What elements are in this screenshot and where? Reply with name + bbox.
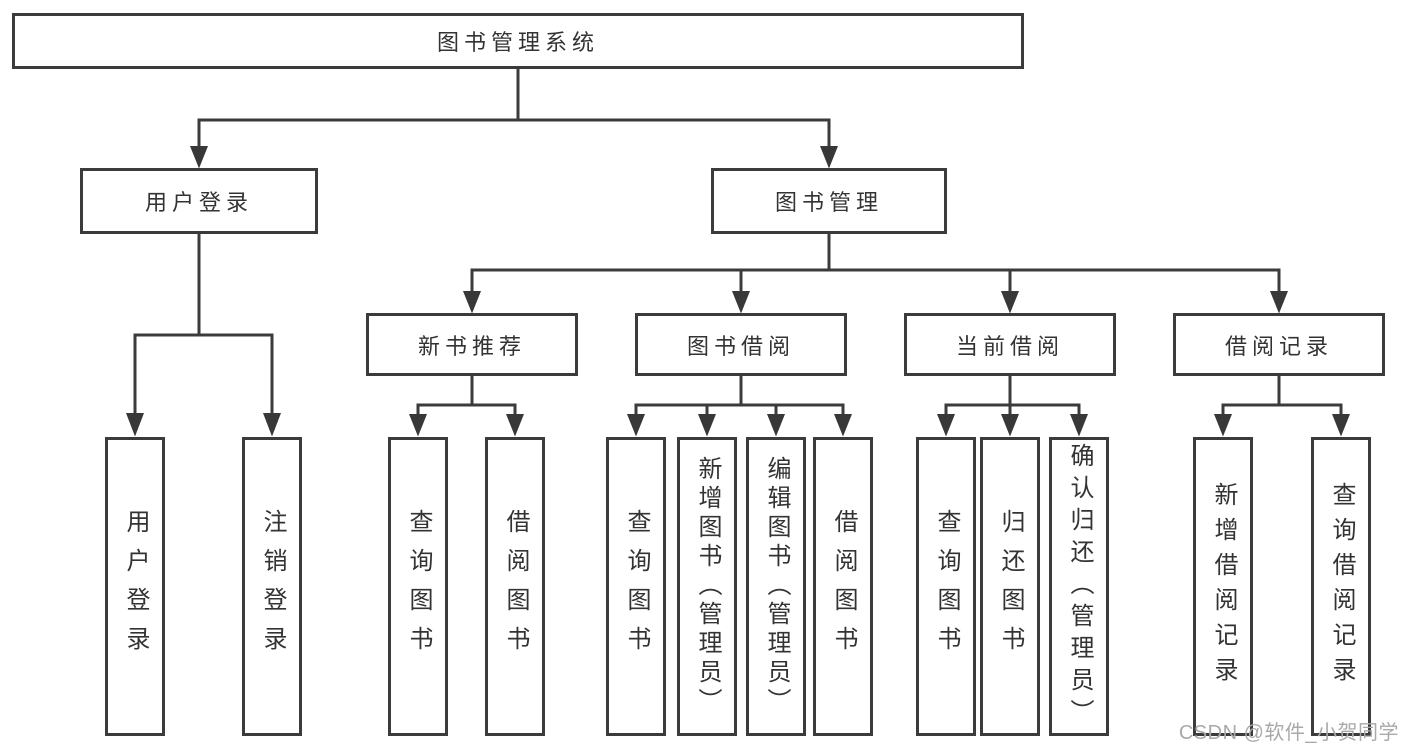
node-book-management-branch: 图书管理 bbox=[711, 168, 947, 234]
connector-book-borrow-to-children bbox=[627, 376, 852, 437]
node-borrow-books-leaf-label: 借阅图书 bbox=[830, 508, 857, 665]
node-root: 图书管理系统 bbox=[12, 13, 1024, 69]
node-edit-book-admin-label: 编辑图书（管理员） bbox=[763, 456, 790, 717]
node-query-borrow-record: 查询借阅记录 bbox=[1311, 437, 1371, 736]
node-query-books-borrow: 查询图书 bbox=[606, 437, 666, 736]
node-logout-leaf-label: 注销登录 bbox=[259, 508, 286, 665]
watermark-text: CSDN @软件_小贺同学 bbox=[1178, 722, 1399, 744]
node-add-book-admin-label: 新增图书（管理员） bbox=[694, 456, 721, 717]
node-return-books-label: 归还图书 bbox=[997, 508, 1024, 665]
node-root-label: 图书管理系统 bbox=[436, 30, 599, 55]
node-add-borrow-record-label: 新增借阅记录 bbox=[1210, 481, 1237, 692]
node-confirm-return-admin: 确认归还（管理员） bbox=[1049, 437, 1109, 736]
connector-current-borrow-to-children bbox=[937, 376, 1088, 437]
node-query-books-current-label: 查询图书 bbox=[933, 508, 960, 665]
node-query-borrow-record-label: 查询借阅记录 bbox=[1328, 481, 1355, 692]
node-add-borrow-record: 新增借阅记录 bbox=[1193, 437, 1253, 736]
node-query-books-borrow-label: 查询图书 bbox=[623, 508, 650, 665]
node-query-books-recommend-label: 查询图书 bbox=[405, 508, 432, 665]
node-logout-leaf: 注销登录 bbox=[242, 437, 302, 736]
node-add-book-admin: 新增图书（管理员） bbox=[677, 437, 737, 736]
node-current-borrow: 当前借阅 bbox=[904, 313, 1116, 376]
node-borrow-books-recommend-label: 借阅图书 bbox=[502, 508, 529, 665]
connector-new-book-recommend-to-children bbox=[409, 376, 524, 437]
node-query-books-recommend: 查询图书 bbox=[388, 437, 448, 736]
node-borrow-books-leaf: 借阅图书 bbox=[813, 437, 873, 736]
connector-root-to-level2 bbox=[190, 69, 838, 169]
node-edit-book-admin: 编辑图书（管理员） bbox=[746, 437, 806, 736]
connector-borrow-records-to-children bbox=[1214, 376, 1350, 437]
node-return-books: 归还图书 bbox=[980, 437, 1040, 736]
node-borrow-records-label: 借阅记录 bbox=[1224, 333, 1333, 359]
node-user-login-leaf-label: 用户登录 bbox=[122, 508, 149, 665]
node-book-borrow-label: 图书借阅 bbox=[686, 333, 795, 359]
node-user-login-leaf: 用户登录 bbox=[105, 437, 165, 736]
node-current-borrow-label: 当前借阅 bbox=[955, 333, 1064, 359]
node-user-login-branch-label: 用户登录 bbox=[144, 190, 253, 215]
node-book-borrow: 图书借阅 bbox=[635, 313, 847, 376]
node-book-management-branch-label: 图书管理 bbox=[774, 190, 883, 215]
connector-book-management-to-children bbox=[463, 234, 1288, 314]
node-borrow-records: 借阅记录 bbox=[1173, 313, 1385, 376]
node-new-book-recommend-label: 新书推荐 bbox=[417, 333, 526, 359]
node-new-book-recommend: 新书推荐 bbox=[366, 313, 578, 376]
node-user-login-branch: 用户登录 bbox=[80, 168, 318, 234]
node-query-books-current: 查询图书 bbox=[916, 437, 976, 736]
node-borrow-books-recommend: 借阅图书 bbox=[485, 437, 545, 736]
node-confirm-return-admin-label: 确认归还（管理员） bbox=[1066, 442, 1093, 731]
connector-user-login-to-children bbox=[126, 234, 281, 437]
